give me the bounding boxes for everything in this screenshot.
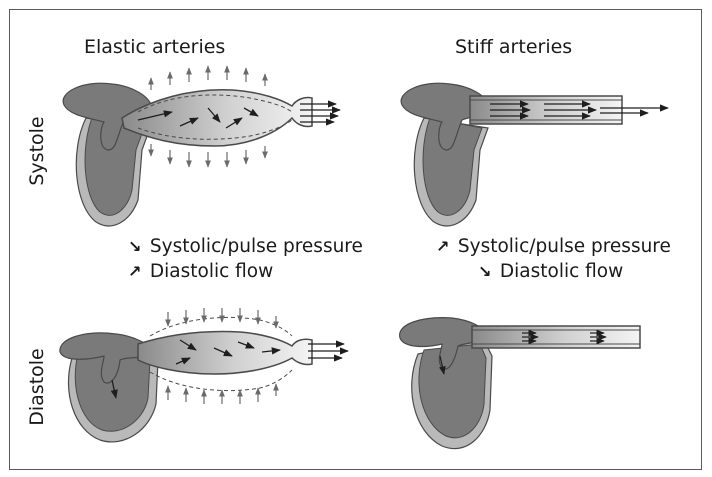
stiff-diastole-illustration xyxy=(400,318,640,449)
elastic-systole-illustration xyxy=(63,66,340,226)
stiff-systole-illustration xyxy=(401,83,668,226)
elastic-diastole-illustration xyxy=(60,308,348,442)
